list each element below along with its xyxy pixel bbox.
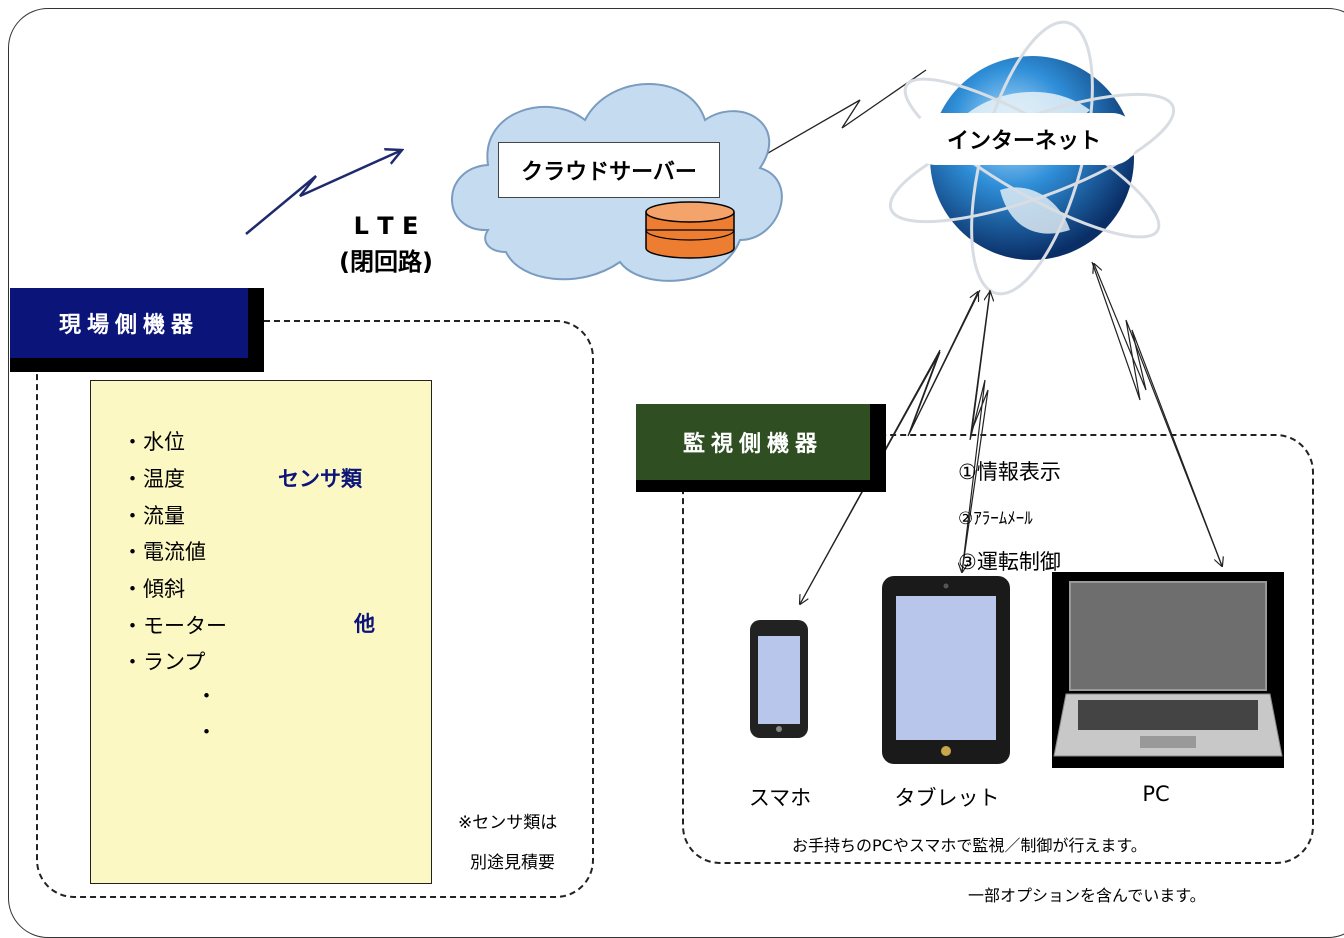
- ellipsis-dot-1: ・: [196, 684, 217, 708]
- lte-label-line1: L T E: [353, 212, 419, 240]
- ellipsis-dot-2: ・: [196, 720, 217, 744]
- database-icon: [645, 201, 735, 259]
- option-alarm-mail: ②ｱﾗｰﾑﾒｰﾙ: [958, 509, 1033, 529]
- lte-link-arrow: [245, 150, 402, 235]
- tablet-link-return: [961, 292, 990, 573]
- sensor-item-flow: ・流量: [122, 504, 185, 528]
- monitoring-equipment-title: 監視側機器: [636, 404, 886, 492]
- option-operation-control: ③運転制御: [958, 550, 1061, 574]
- lte-label: L T E (閉回路): [316, 212, 456, 277]
- tablet-icon: [882, 576, 1010, 764]
- monitoring-equipment-group: [682, 434, 1314, 864]
- sensor-item-water-level: ・水位: [122, 430, 185, 454]
- other-item-tilt: ・傾斜: [122, 577, 185, 601]
- device-label-pc: PC: [1142, 782, 1170, 806]
- smartphone-icon: [750, 620, 808, 738]
- device-label-tablet: タブレット: [894, 786, 1000, 810]
- sensor-note-line1: ※センサ類は: [458, 813, 558, 833]
- tablet-link: [962, 289, 991, 572]
- lte-label-line2: (閉回路): [339, 248, 433, 276]
- sensor-item-temperature: ・温度: [122, 467, 185, 491]
- cloud-server-label: クラウドサーバー: [498, 142, 720, 198]
- internet-label: インターネット: [910, 113, 1138, 165]
- cloud-internet-link: [755, 69, 927, 161]
- device-label-smartphone: スマホ: [748, 786, 812, 810]
- sensor-group-label: センサ類: [278, 467, 362, 491]
- other-item-lamp: ・ランプ: [122, 650, 206, 674]
- monitoring-caption: お手持ちのPCやスマホで監視／制御が行えます。: [792, 836, 1147, 855]
- pc-link-return: [1094, 264, 1223, 567]
- footnote: 一部オプションを含んでいます。: [968, 886, 1206, 905]
- other-item-current: ・電流値: [122, 540, 206, 564]
- other-item-motor: ・モーター: [122, 614, 227, 638]
- other-group-label: 他: [354, 612, 375, 636]
- field-equipment-title: 現場側機器: [10, 288, 264, 372]
- field-equipment-group: [36, 320, 594, 898]
- sensor-note-line2: 別途見積要: [470, 853, 555, 873]
- sensor-panel: [90, 380, 432, 884]
- monitoring-equipment-title-label: 監視側機器: [636, 404, 870, 480]
- option-info-display: ①情報表示: [958, 460, 1061, 484]
- laptop-icon: [1052, 572, 1284, 768]
- field-equipment-title-label: 現場側機器: [10, 288, 248, 358]
